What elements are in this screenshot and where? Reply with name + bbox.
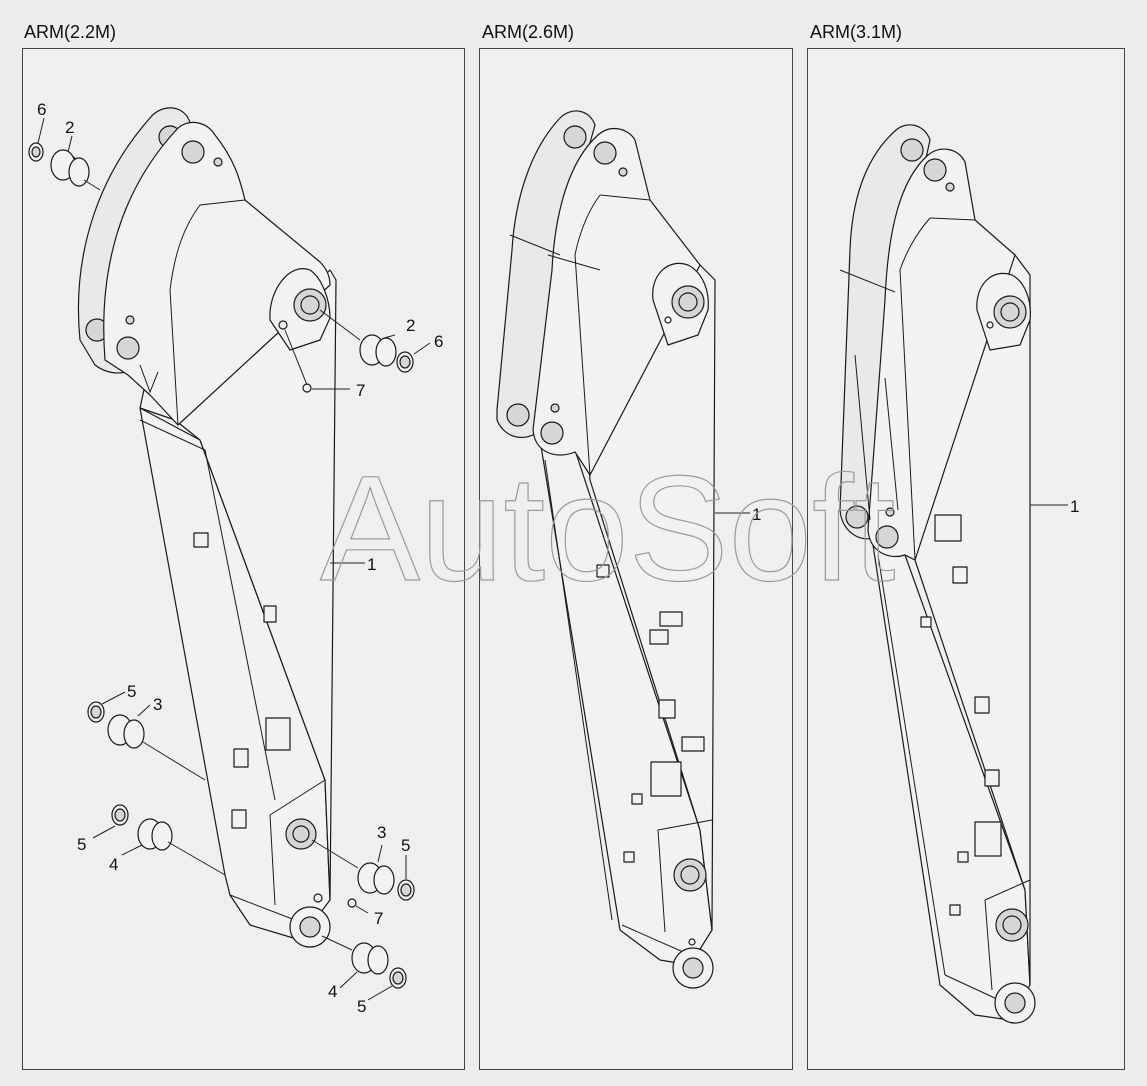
panel-title-arm-3-1m: ARM(3.1M): [810, 22, 903, 42]
callout-2: 2: [65, 118, 74, 137]
callout-6: 6: [434, 332, 443, 351]
arm-2-6m-drawing: 1: [496, 110, 761, 989]
callout-1: 1: [1070, 497, 1079, 516]
callout-5: 5: [127, 682, 136, 701]
callout-3: 3: [153, 695, 162, 714]
callout-6: 6: [37, 100, 46, 119]
callout-5: 5: [357, 997, 366, 1016]
callout-3: 3: [377, 823, 386, 842]
panel-title-arm-2-6m: ARM(2.6M): [482, 22, 575, 42]
callout-1: 1: [752, 505, 761, 524]
callout-5: 5: [401, 836, 410, 855]
arm-2-2m-drawing: 6 2 2 6 7 1 5 3 5 4 3 5 7 4 5: [28, 100, 443, 1016]
panel-title-arm-2-2m: ARM(2.2M): [24, 22, 117, 42]
watermark-text: AutoSoft: [320, 444, 895, 612]
callout-5: 5: [77, 835, 86, 854]
callout-4: 4: [109, 855, 118, 874]
callout-2: 2: [406, 316, 415, 335]
callout-4: 4: [328, 982, 337, 1001]
callout-7: 7: [374, 909, 383, 928]
arm-3-1m-drawing: 1: [839, 124, 1079, 1024]
callout-1: 1: [367, 555, 376, 574]
callout-7: 7: [356, 381, 365, 400]
